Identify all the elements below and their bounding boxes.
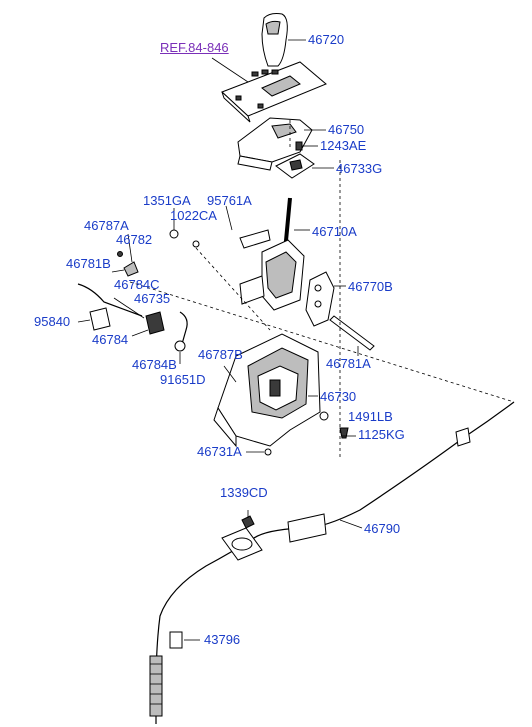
part-label-46720[interactable]: 46720 xyxy=(308,32,345,47)
pin-46781A xyxy=(329,315,375,356)
part-label-46790[interactable]: 46790 xyxy=(364,521,401,536)
part-label-43796[interactable]: 43796 xyxy=(204,632,241,647)
shift-cover xyxy=(237,117,326,171)
part-label-46787B[interactable]: 46787B xyxy=(198,347,243,362)
part-label-46784[interactable]: 46784 xyxy=(92,332,129,347)
part-label-1351GA[interactable]: 1351GA xyxy=(143,193,191,208)
part-label-1243AE[interactable]: 1243AE xyxy=(320,138,367,153)
shifter-housing xyxy=(213,333,321,448)
left-cable-parts xyxy=(77,208,200,364)
part-label-46735[interactable]: 46735 xyxy=(134,291,171,306)
part-label-1491LB[interactable]: 1491LB xyxy=(348,409,393,424)
part-label-46781A[interactable]: 46781A xyxy=(326,356,371,371)
part-label-95761A[interactable]: 95761A xyxy=(207,193,252,208)
part-label-46770B[interactable]: 46770B xyxy=(348,279,393,294)
lever-assembly xyxy=(225,197,310,311)
part-label-46782[interactable]: 46782 xyxy=(116,232,153,247)
part-label-46730[interactable]: 46730 xyxy=(320,389,357,404)
part-label-46731A[interactable]: 46731A xyxy=(197,444,242,459)
part-label-1022CA[interactable]: 1022CA xyxy=(170,208,217,223)
bracket-46733G xyxy=(275,153,334,179)
part-label-46733G[interactable]: 46733G xyxy=(336,161,383,176)
part-label-1339CD[interactable]: 1339CD xyxy=(220,485,268,500)
part-label-46781B[interactable]: 46781B xyxy=(66,256,111,271)
part-label-1125KG[interactable]: 1125KG xyxy=(358,427,405,442)
part-label-46787A[interactable]: 46787A xyxy=(84,218,129,233)
detent-plate xyxy=(305,271,346,327)
part-label-46784B[interactable]: 46784B xyxy=(132,357,177,372)
shift-knob xyxy=(261,13,306,67)
part-label-91651D[interactable]: 91651D xyxy=(160,372,206,387)
bolt-1243AE xyxy=(295,141,318,151)
part-label-46784C[interactable]: 46784C xyxy=(114,277,160,292)
part-label-46710A[interactable]: 46710A xyxy=(312,224,357,239)
part-label-46750[interactable]: 46750 xyxy=(328,122,365,137)
ref-link[interactable]: REF.84-846 xyxy=(160,40,229,55)
indicator-panel xyxy=(211,57,327,123)
shift-cable xyxy=(149,401,515,724)
part-label-95840[interactable]: 95840 xyxy=(34,314,71,329)
housing-fasteners xyxy=(246,411,356,456)
